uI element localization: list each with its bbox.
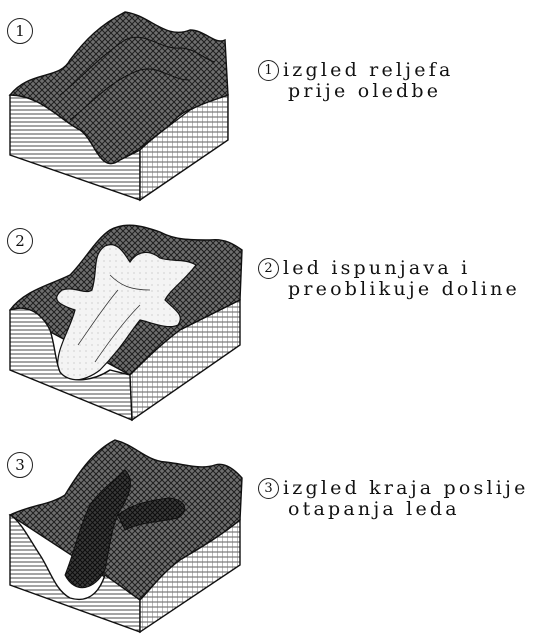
stage-2-caption-line2: preoblikuje doline [258, 279, 520, 300]
stage-2-caption-number: 2 [258, 258, 279, 279]
stage-2-block [10, 225, 242, 420]
stage-1-block [10, 12, 228, 200]
stage-2-number: 2 [7, 228, 33, 254]
stage-3-number: 3 [7, 452, 33, 478]
stage-1-caption-number: 1 [258, 60, 279, 81]
stage-1-caption-line1: izgled reljefa [283, 59, 453, 81]
stage-2-caption-line1: led ispunjava i [283, 257, 470, 279]
stage-1-caption-line2: prije oledbe [258, 81, 453, 102]
stage-3-block [10, 440, 242, 632]
stage-1-number: 1 [7, 18, 33, 44]
stage-3-caption-line1: izgled kraja poslije [283, 477, 529, 499]
stage-3-caption-line2: otapanja leda [258, 499, 529, 520]
stage-3-caption-number: 3 [258, 478, 279, 499]
